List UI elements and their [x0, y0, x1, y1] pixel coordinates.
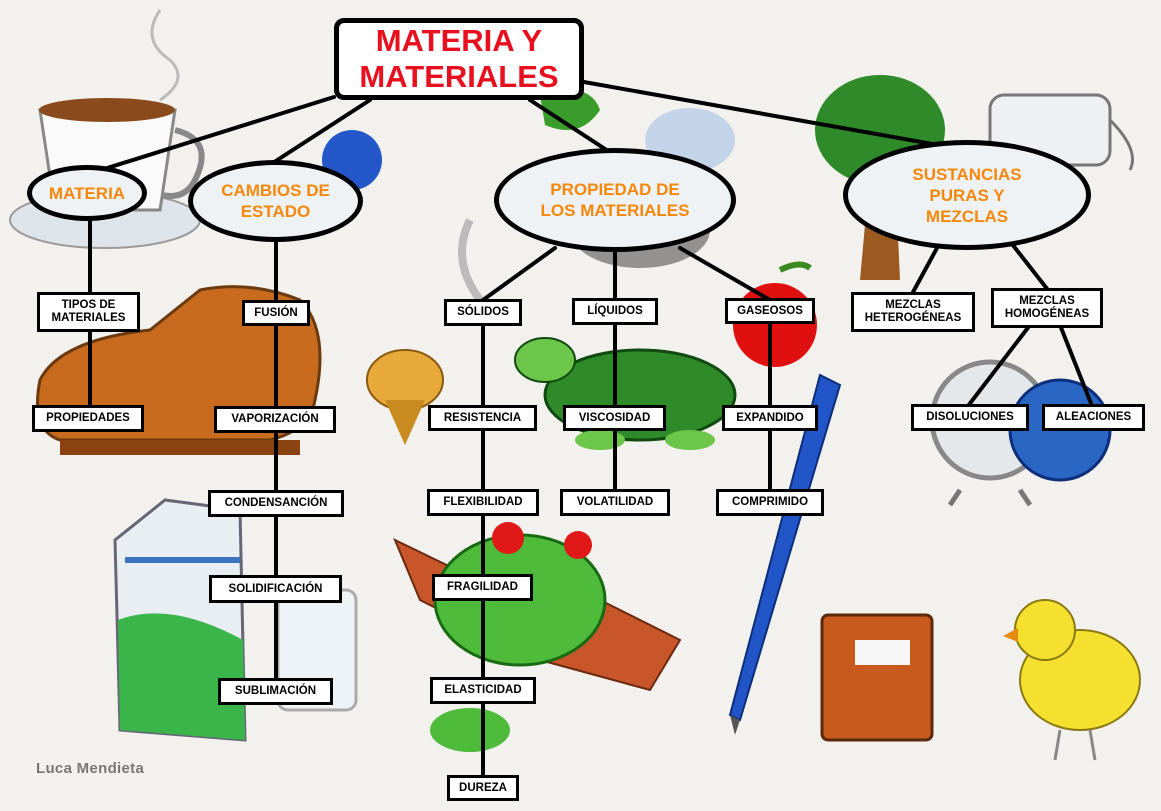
- node-resistencia: RESISTENCIA: [428, 405, 537, 431]
- node-viscosidad: VISCOSIDAD: [563, 405, 666, 431]
- node-label: ALEACIONES: [1055, 411, 1132, 423]
- category-cambios-label: CAMBIOS DE ESTADO: [221, 181, 330, 221]
- main-title-text: MATERIA Y MATERIALES: [359, 23, 559, 94]
- node-label: GASEOSOS: [737, 304, 803, 317]
- milk-carton-icon: [113, 498, 247, 742]
- node-label: SUBLIMACIÓN: [234, 685, 317, 697]
- category-cambios-de-estado: CAMBIOS DE ESTADO: [188, 160, 363, 242]
- pen-icon: [728, 373, 842, 735]
- book-icon: [820, 613, 934, 742]
- node-label: MEZCLAS HETEROGÉNEAS: [864, 299, 962, 324]
- node-condensancion: CONDENSANCIÓN: [208, 490, 344, 517]
- node-fusion: FUSIÓN: [242, 300, 310, 326]
- node-volatilidad: VOLATILIDAD: [560, 489, 670, 516]
- node-label: FUSIÓN: [254, 306, 298, 319]
- node-label: SÓLIDOS: [457, 306, 509, 318]
- node-label: SOLIDIFICACIÓN: [228, 582, 323, 595]
- category-materia-label: MATERIA: [48, 183, 126, 203]
- node-label: MEZCLAS HOMOGÉNEAS: [1004, 295, 1090, 320]
- node-label: TIPOS DE MATERIALES: [51, 299, 126, 324]
- node-label: FRAGILIDAD: [447, 581, 518, 593]
- node-flexibilidad: FLEXIBILIDAD: [427, 489, 539, 516]
- node-liquidos: LÍQUIDOS: [572, 298, 658, 325]
- node-aleaciones: ALEACIONES: [1042, 404, 1145, 431]
- node-mezclas-homogeneas: MEZCLAS HOMOGÉNEAS: [991, 288, 1103, 328]
- category-propiedad-label: PROPIEDAD DE LOS MATERIALES: [540, 180, 690, 220]
- node-label: DISOLUCIONES: [926, 411, 1014, 423]
- node-label: EXPANDIDO: [736, 411, 804, 424]
- node-label: FLEXIBILIDAD: [443, 496, 523, 508]
- leaf-icon: [540, 90, 600, 130]
- node-mezclas-heterogeneas: MEZCLAS HETEROGÉNEAS: [851, 292, 975, 332]
- node-elasticidad: ELASTICIDAD: [430, 677, 536, 704]
- node-label: PROPIEDADES: [46, 412, 130, 424]
- node-gaseosos: GASEOSOS: [725, 298, 815, 324]
- node-label: VISCOSIDAD: [578, 411, 651, 424]
- node-label: ELASTICIDAD: [444, 684, 522, 696]
- signature: Luca Mendieta: [36, 760, 145, 777]
- category-propiedad-materiales: PROPIEDAD DE LOS MATERIALES: [494, 148, 736, 252]
- node-vaporizacion: VAPORIZACIÓN: [214, 406, 336, 433]
- node-label: RESISTENCIA: [443, 411, 522, 424]
- spinning-top-icon: [366, 349, 444, 445]
- node-solidificacion: SOLIDIFICACIÓN: [209, 575, 342, 603]
- node-label: VAPORIZACIÓN: [231, 413, 319, 425]
- node-sublimacion: SUBLIMACIÓN: [218, 678, 333, 705]
- node-disoluciones: DISOLUCIONES: [911, 404, 1029, 431]
- node-label: VOLATILIDAD: [576, 496, 654, 508]
- node-solidos: SÓLIDOS: [444, 299, 522, 326]
- category-materia: MATERIA: [27, 165, 147, 221]
- node-propiedades: PROPIEDADES: [32, 405, 144, 432]
- node-fragilidad: FRAGILIDAD: [432, 574, 533, 601]
- node-expandido: EXPANDIDO: [722, 405, 818, 431]
- category-sustancias-label: SUSTANCIAS PURAS Y MEZCLAS: [912, 164, 1022, 226]
- node-label: CONDENSANCIÓN: [224, 497, 328, 509]
- chick-icon: [1003, 599, 1141, 761]
- node-dureza: DUREZA: [447, 775, 519, 801]
- node-tipos-de-materiales: TIPOS DE MATERIALES: [37, 292, 140, 332]
- node-label: LÍQUIDOS: [587, 305, 643, 317]
- category-sustancias-mezclas: SUSTANCIAS PURAS Y MEZCLAS: [843, 140, 1091, 250]
- node-label: COMPRIMIDO: [731, 496, 809, 508]
- node-label: DUREZA: [459, 781, 507, 794]
- node-comprimido: COMPRIMIDO: [716, 489, 824, 516]
- main-title: MATERIA Y MATERIALES: [334, 18, 584, 100]
